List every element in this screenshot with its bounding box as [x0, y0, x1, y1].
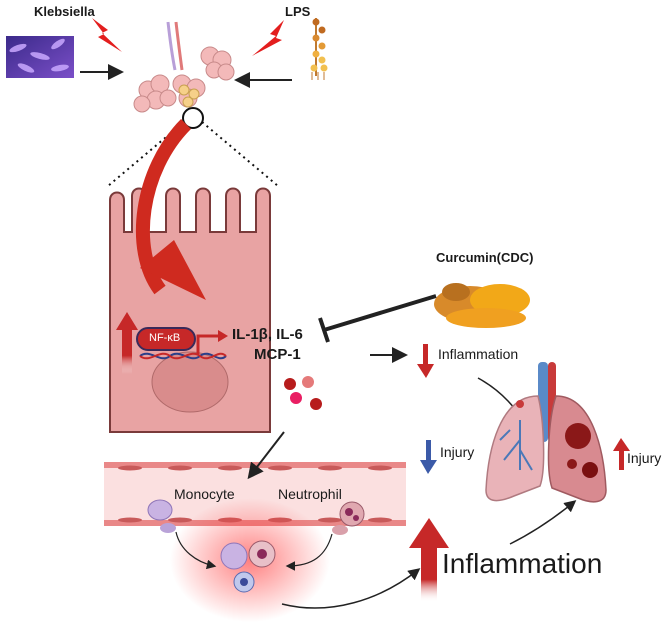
inflammation-big-up-arrow	[421, 546, 437, 602]
klebsiella-image	[6, 36, 74, 78]
monocyte-label: Monocyte	[174, 486, 235, 502]
cytokine-particles	[284, 376, 322, 410]
injury-right-label: Injury	[627, 450, 662, 466]
inflammation-to-lungs-lower-arrow	[509, 500, 577, 545]
lps-molecule-icon	[310, 18, 328, 80]
klebsiella-lightning-icon	[92, 18, 122, 52]
nfkb-up-arrow	[122, 328, 132, 374]
injury-down-arrow	[426, 440, 431, 462]
cytokines-label-line1: IL-1β, IL-6	[232, 326, 303, 343]
neutrophil-label: Neutrophil	[278, 486, 342, 502]
zoom-line-left	[107, 121, 185, 187]
immune-cell-cluster	[220, 540, 276, 593]
inflammation-big-label: Inflammation	[442, 548, 603, 579]
alveoli-cluster-image	[133, 21, 235, 129]
lungs-image	[485, 362, 607, 503]
lps-lightning-icon	[252, 20, 284, 56]
nfkb-pill	[136, 327, 196, 351]
klebsiella-label: Klebsiella	[34, 4, 95, 19]
transcription-arrow	[196, 334, 220, 354]
nfkb-label: NF-κB	[149, 332, 181, 344]
cell-nucleus	[151, 351, 229, 413]
curcumin-inhibition-line	[323, 294, 437, 332]
migration-to-inflammation-arrow	[281, 568, 421, 609]
infection-arrow	[135, 119, 192, 295]
curcumin-label: Curcumin(CDC)	[436, 250, 534, 265]
monocyte-cell	[147, 499, 176, 533]
epithelial-cell	[109, 187, 271, 433]
cell-to-vessel-arrow	[247, 431, 285, 480]
lps-label: LPS	[285, 4, 311, 19]
cytokines-label-line2: MCP-1	[254, 346, 301, 363]
curcumin-image	[434, 283, 530, 328]
zoom-line-right	[201, 121, 279, 187]
injury-up-arrow	[619, 448, 624, 470]
neutrophil-cell	[332, 501, 365, 535]
inflammation-down-arrow	[423, 344, 428, 366]
injury-left-label: Injury	[440, 444, 475, 460]
inflammation-small-label: Inflammation	[438, 346, 519, 362]
